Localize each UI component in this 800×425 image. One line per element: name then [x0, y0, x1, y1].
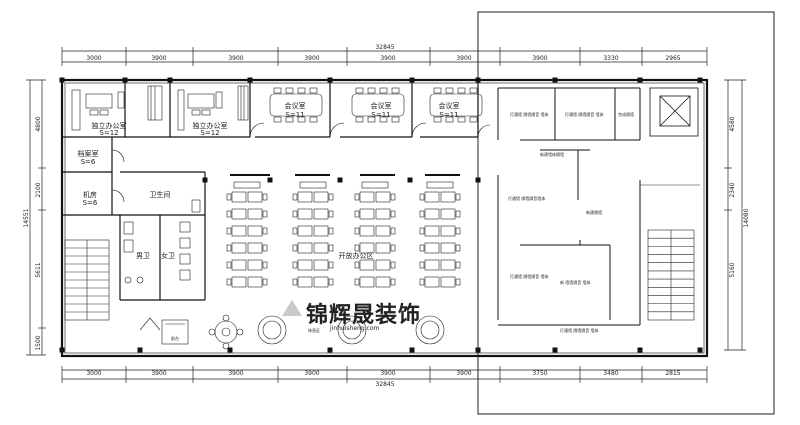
annotation-2: 打通墙 隔墙隔音 墙体 [565, 111, 604, 117]
room-female-wc: 女卫 [161, 251, 175, 260]
top-dim-4: 3900 [304, 55, 319, 62]
room-machine: 机房 [83, 190, 97, 199]
right-dimension-chain: 4580 2340 5160 14080 [724, 79, 750, 351]
room-archive: 档案室 [78, 149, 99, 158]
left-dim-2: 2100 [35, 182, 42, 197]
room-meeting-2: 会议室 [371, 101, 392, 110]
reception-area [139, 314, 445, 350]
open-office-desks [226, 181, 461, 288]
annotation-7: 打通墙 隔墙隔音 墙体 [510, 273, 549, 279]
label-reception: 休息区 [308, 327, 320, 333]
room-manager-office-2-area: S=12 [200, 129, 219, 137]
top-dimension-chain: 32845 3000 3900 3900 3900 3900 3900 3900… [61, 44, 708, 66]
top-dim-7: 3900 [532, 55, 547, 62]
watermark-sub: jinhuisheng.com [329, 325, 380, 332]
top-dim-8: 3330 [603, 55, 618, 62]
left-dim-3: 5611 [35, 262, 42, 277]
bottom-dim-9: 2815 [665, 370, 680, 377]
room-machine-area: S=6 [83, 199, 98, 207]
room-meeting-3: 会议室 [439, 101, 460, 110]
top-total-dimension: 32845 [375, 44, 394, 51]
room-manager-office-1: 独立办公室 [92, 121, 127, 130]
right-total-dimension: 14080 [743, 208, 750, 227]
bottom-dim-1: 3000 [86, 370, 101, 377]
top-dim-9: 2965 [665, 55, 680, 62]
overlay-frame [477, 11, 775, 415]
watermark-text: 锦辉晟装饰 [306, 302, 421, 328]
right-dim-2: 2340 [729, 182, 736, 197]
room-male-wc: 男卫 [136, 252, 150, 260]
top-rooms [62, 80, 491, 138]
meeting-room-tables [269, 87, 483, 123]
restroom-fixtures [123, 199, 201, 284]
stairs-right [640, 184, 700, 321]
room-archive-area: S=6 [81, 158, 96, 166]
room-meeting-2-area: S=11 [371, 111, 390, 119]
label-front-desk: 前台 [171, 335, 179, 341]
right-dim-3: 5160 [729, 262, 736, 277]
room-meeting-1-area: S=11 [285, 111, 304, 119]
top-dim-3: 3900 [228, 55, 243, 62]
bottom-dim-7: 3750 [532, 370, 547, 377]
annotation-1: 打通墙 隔墙隔音 墙体 [510, 111, 549, 117]
bottom-dim-3: 3900 [228, 370, 243, 377]
manager-office-2-furniture [177, 85, 249, 131]
left-dim-4: 1500 [35, 335, 42, 350]
left-total-dimension: 14551 [23, 208, 30, 227]
top-dim-5: 3900 [380, 55, 395, 62]
manager-office-1-furniture [71, 85, 163, 131]
bottom-dim-4: 3900 [304, 370, 319, 377]
annotation-9: 打通墙 隔墙隔音 墙体 [560, 327, 599, 333]
room-restroom: 卫生间 [150, 190, 171, 199]
annotation-8: 新 墙墙隔音 墙体 [560, 279, 591, 285]
bottom-dim-5: 3900 [380, 370, 395, 377]
bottom-dim-2: 3900 [151, 370, 166, 377]
annotation-4: 新建墙体隔墙 [540, 151, 564, 157]
left-dim-1: 4800 [35, 116, 42, 131]
right-area-walls [497, 87, 641, 326]
stairs-left [64, 239, 110, 321]
annotation-5: 打通墙 隔墙隔音墙体 [508, 195, 545, 201]
right-dim-1: 4580 [729, 116, 736, 131]
elevator [649, 87, 699, 137]
room-meeting-3-area: S=11 [439, 111, 458, 119]
bottom-dim-8: 3480 [603, 370, 618, 377]
annotation-6: 新建隔墙 [586, 209, 602, 215]
annotation-3: 完成隔墙 [618, 111, 634, 117]
room-open-office: 开放办公区 [339, 251, 374, 260]
room-manager-office-2: 独立办公室 [193, 121, 228, 130]
top-dim-6: 3900 [456, 55, 471, 62]
top-dim-2: 3900 [151, 55, 166, 62]
room-manager-office-1-area: S=12 [99, 129, 118, 137]
room-meeting-1: 会议室 [285, 101, 306, 110]
left-rooms [62, 137, 206, 301]
top-dim-1: 3000 [86, 55, 101, 62]
left-dimension-chain: 14551 4800 2100 5611 1500 [23, 79, 46, 356]
bottom-dimension-chain: 3000 3900 3900 3900 3900 3900 3750 3480 … [61, 366, 708, 388]
bottom-total-dimension: 32845 [375, 381, 394, 388]
watermark: 锦辉晟装饰 jinhuisheng.com [282, 300, 421, 332]
bottom-dim-6: 3900 [456, 370, 471, 377]
